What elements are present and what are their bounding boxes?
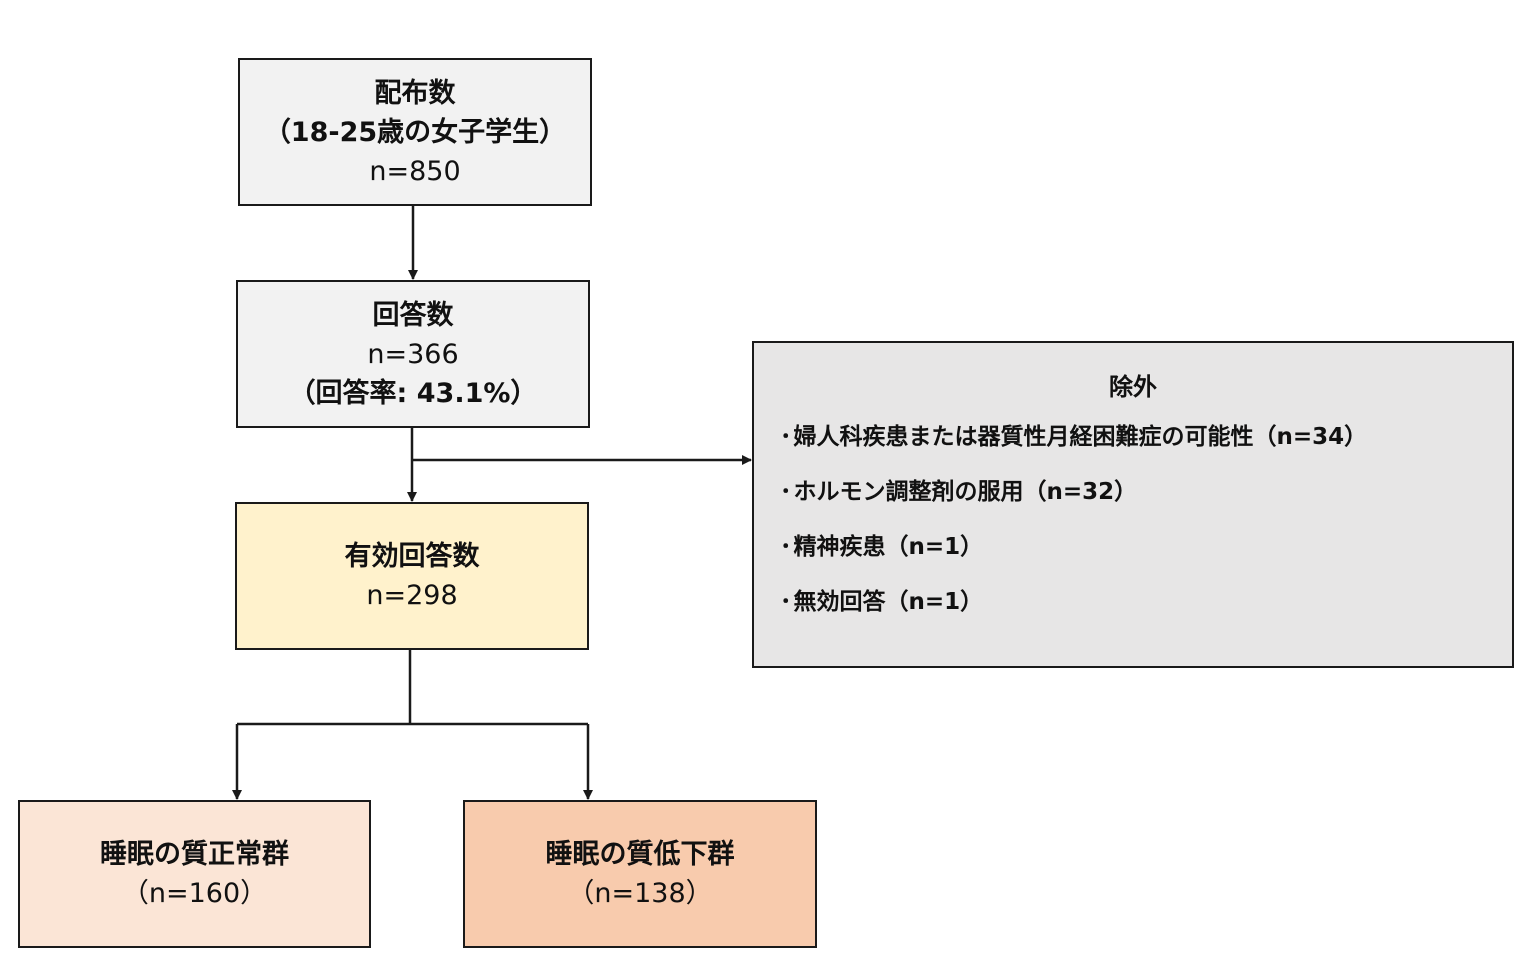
excluded-item-text: ホルモン調整剤の服用（n=32） — [793, 479, 1138, 505]
valid-responses-count: n=298 — [366, 580, 458, 611]
bullet: ･ — [780, 479, 792, 505]
excluded-item-text: 婦人科疾患または器質性月経困難症の可能性（n=34） — [793, 424, 1368, 450]
excluded-item-text: 精神疾患（n=1） — [793, 534, 984, 560]
bullet: ･ — [780, 534, 792, 560]
responses-count: n=366 — [367, 338, 459, 370]
bullet: ･ — [780, 589, 792, 615]
excluded-item: ･婦人科疾患または器質性月経困難症の可能性（n=34） — [780, 423, 1367, 478]
excluded-item: ･ホルモン調整剤の服用（n=32） — [780, 478, 1367, 533]
normal-sleep-group-box: 睡眠の質正常群 （n=160） — [18, 800, 371, 948]
poor-group-count: （n=138） — [567, 878, 713, 909]
poor-sleep-group-box: 睡眠の質低下群 （n=138） — [463, 800, 817, 948]
normal-group-label: 睡眠の質正常群 — [100, 839, 289, 870]
normal-group-count: （n=160） — [121, 878, 268, 909]
valid-responses-box: 有効回答数 n=298 — [235, 502, 589, 650]
excluded-title: 除外 — [1109, 373, 1157, 401]
excluded-box: 除外 ･婦人科疾患または器質性月経困難症の可能性（n=34） ･ホルモン調整剤の… — [752, 341, 1514, 668]
poor-group-label: 睡眠の質低下群 — [545, 839, 735, 870]
valid-responses-label: 有効回答数 — [344, 541, 480, 572]
excluded-item: ･無効回答（n=1） — [780, 588, 1367, 643]
responses-label: 回答数 — [372, 299, 454, 331]
distributed-count: n=850 — [369, 155, 461, 187]
bullet: ･ — [780, 424, 792, 450]
excluded-item-text: 無効回答（n=1） — [793, 589, 984, 615]
distributed-label: 配布数 — [374, 77, 456, 109]
response-rate: （回答率: 43.1%） — [288, 377, 538, 409]
excluded-item: ･精神疾患（n=1） — [780, 533, 1367, 588]
distributed-box: 配布数 （18-25歳の女子学生） n=850 — [238, 58, 592, 206]
distributed-population: （18-25歳の女子学生） — [263, 116, 567, 148]
excluded-list: ･婦人科疾患または器質性月経困難症の可能性（n=34） ･ホルモン調整剤の服用（… — [780, 423, 1367, 643]
responses-box: 回答数 n=366 （回答率: 43.1%） — [236, 280, 590, 428]
